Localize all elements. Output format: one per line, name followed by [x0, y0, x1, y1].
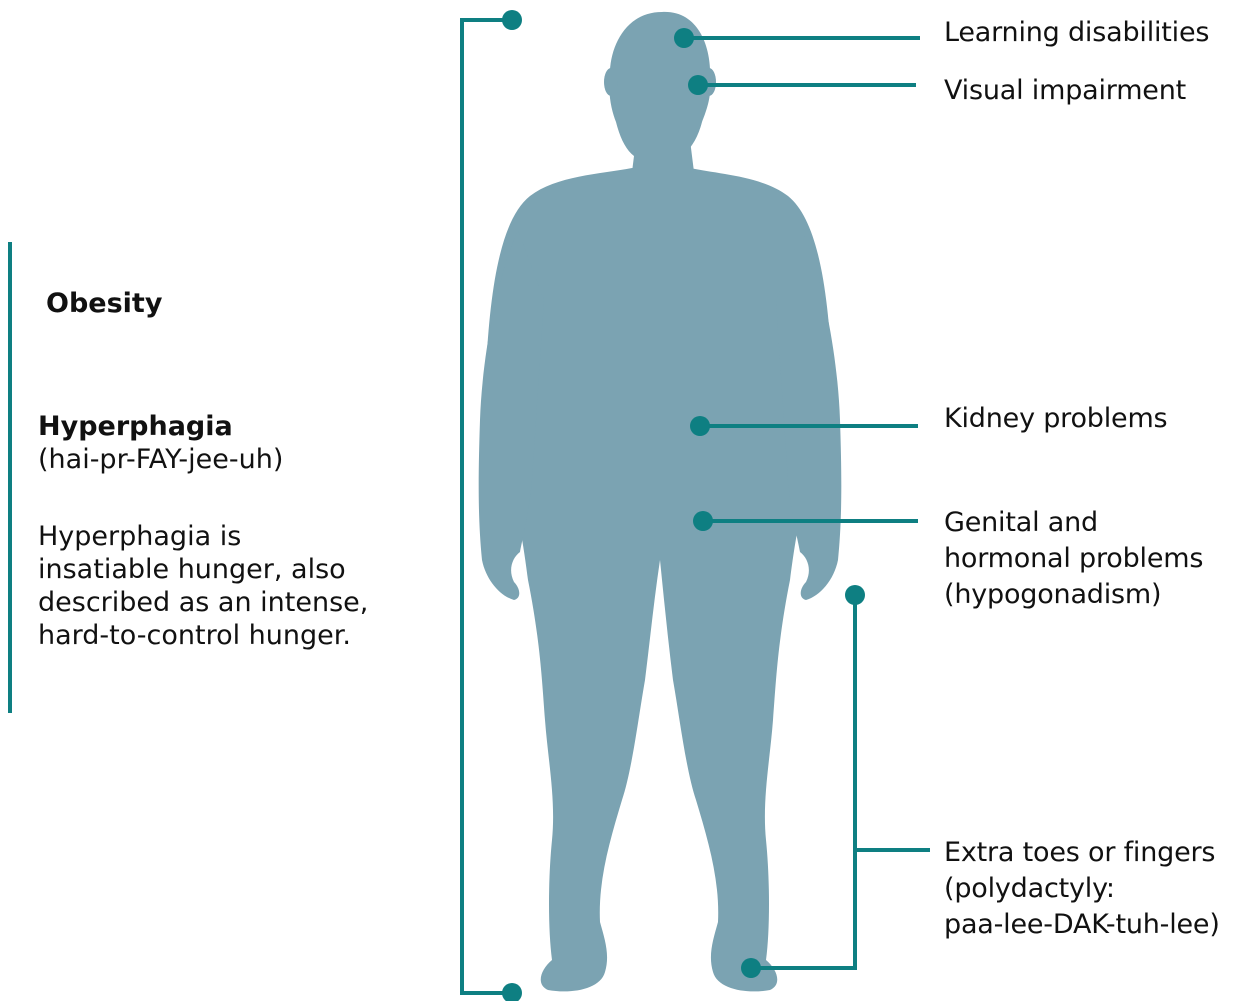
label-learning-disabilities: Learning disabilities	[944, 15, 1209, 51]
panel-hyperphagia-description: Hyperphagia is insatiable hunger, also d…	[38, 520, 368, 652]
label-extra-line2: (polydactyly:	[944, 871, 1220, 907]
desc-line-2: insatiable hunger, also	[38, 553, 368, 586]
label-kidney-problems: Kidney problems	[944, 401, 1167, 437]
dot-marker-icon	[693, 511, 713, 531]
label-extra-line3: paa-lee-DAK-tuh-lee)	[944, 907, 1220, 943]
panel-hyperphagia-heading: Hyperphagia (hai-pr-FAY-jee-uh)	[38, 410, 283, 476]
connector-visual	[688, 75, 916, 95]
label-extra-digits: Extra toes or fingers (polydactyly: paa-…	[944, 835, 1220, 943]
label-visual-impairment: Visual impairment	[944, 73, 1186, 109]
dot-marker-icon	[502, 983, 522, 1001]
hyperphagia-term: Hyperphagia	[38, 410, 283, 443]
label-genital-hormonal: Genital and hormonal problems (hypogonad…	[944, 505, 1203, 613]
desc-line-3: described as an intense,	[38, 586, 368, 619]
desc-line-1: Hyperphagia is	[38, 520, 368, 553]
dot-marker-icon	[845, 585, 865, 605]
desc-line-4: hard-to-control hunger.	[38, 619, 368, 652]
hyperphagia-pronunciation: (hai-pr-FAY-jee-uh)	[38, 443, 283, 476]
dot-marker-icon	[741, 958, 761, 978]
label-genital-line2: hormonal problems	[944, 541, 1203, 577]
panel-title-obesity: Obesity	[46, 288, 162, 319]
human-silhouette-icon	[479, 12, 842, 991]
label-genital-line3: (hypogonadism)	[944, 577, 1203, 613]
label-extra-line1: Extra toes or fingers	[944, 835, 1220, 871]
dot-marker-icon	[674, 28, 694, 48]
dot-marker-icon	[690, 416, 710, 436]
dot-marker-icon	[502, 10, 522, 30]
dot-marker-icon	[688, 75, 708, 95]
label-genital-line1: Genital and	[944, 505, 1203, 541]
connector-learning	[674, 28, 920, 48]
